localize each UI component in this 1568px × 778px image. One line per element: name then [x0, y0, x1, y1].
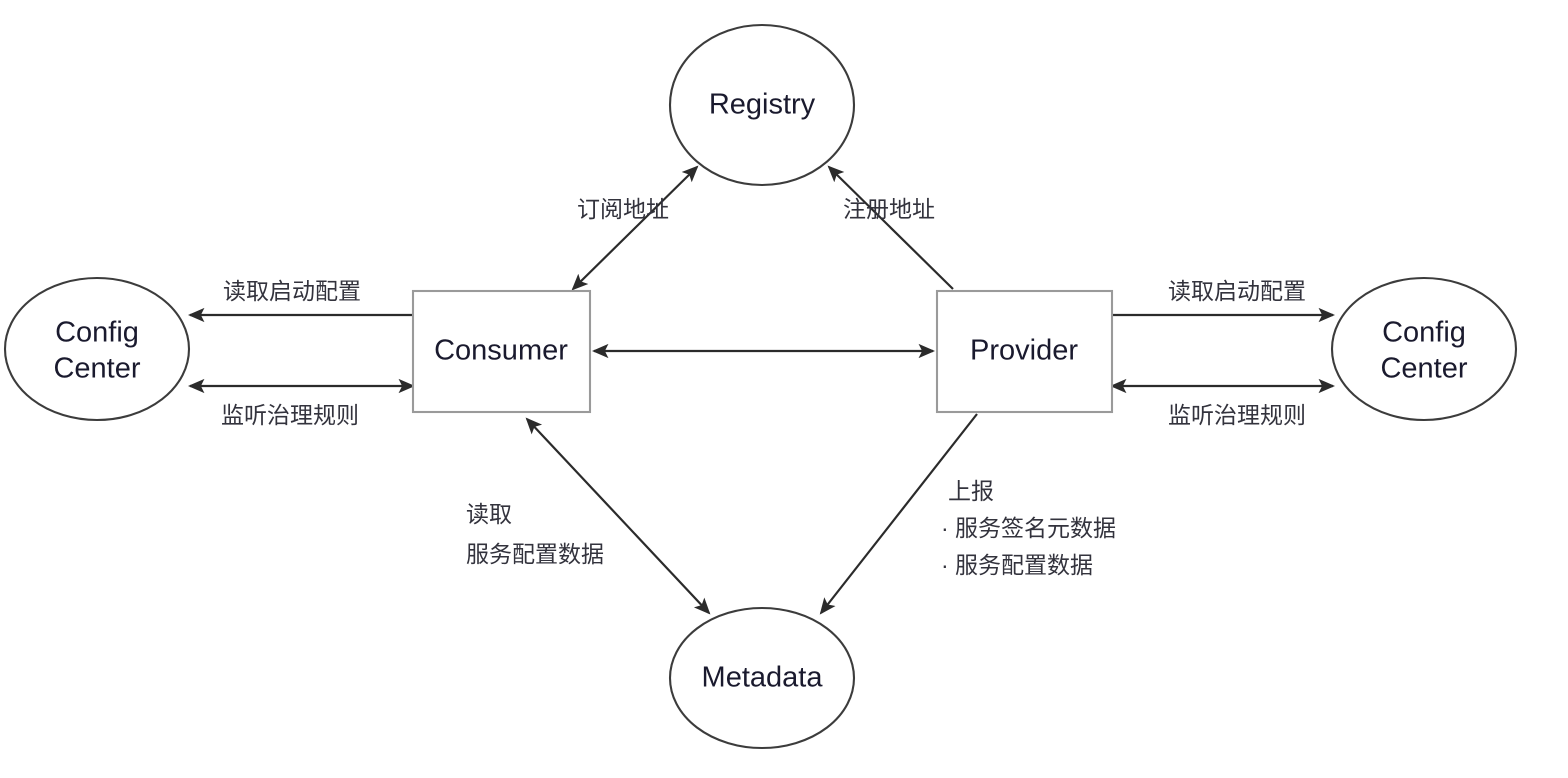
node-metadata[interactable]	[668, 606, 856, 750]
edge-label-provider-configcenter-read: 读取启动配置	[1168, 278, 1306, 304]
edge-label-consumer-configcenter-read: 读取启动配置	[223, 278, 361, 304]
node-provider-label: Provider	[970, 335, 1078, 367]
edge-consumer-metadata	[525, 417, 711, 615]
node-config-center-right[interactable]	[1330, 276, 1518, 422]
node-config-center-right-label-line1: Config	[1382, 317, 1466, 349]
node-consumer-label: Consumer	[434, 335, 568, 367]
edge-label-consumer-registry: 订阅地址	[577, 196, 669, 222]
edge-label-consumer-metadata-line2: 服务配置数据	[466, 541, 604, 567]
edge-label-provider-metadata-bullet2: · 服务配置数据	[941, 552, 1093, 578]
node-registry-label: Registry	[709, 89, 816, 121]
node-config-center-left[interactable]	[3, 276, 191, 422]
node-registry[interactable]	[668, 23, 856, 187]
node-consumer[interactable]	[411, 289, 592, 414]
edge-provider-registry	[827, 165, 954, 290]
edge-label-consumer-configcenter-listen: 监听治理规则	[221, 402, 359, 428]
edge-label-provider-metadata-title: 上报	[948, 478, 994, 504]
node-metadata-label: Metadata	[702, 662, 824, 694]
edge-label-provider-registry: 注册地址	[843, 196, 935, 222]
edge-label-consumer-metadata-line1: 读取	[466, 501, 512, 527]
edge-consumer-registry	[571, 165, 699, 291]
edge-label-provider-metadata-bullet1: · 服务签名元数据	[941, 515, 1116, 541]
edge-label-provider-configcenter-listen: 监听治理规则	[1168, 402, 1306, 428]
node-config-center-left-label-line2: Center	[53, 353, 140, 385]
edge-provider-metadata	[819, 413, 978, 615]
node-config-center-left-label-line1: Config	[55, 317, 139, 349]
node-config-center-right-label-line2: Center	[1380, 353, 1467, 385]
node-provider[interactable]	[935, 289, 1114, 414]
